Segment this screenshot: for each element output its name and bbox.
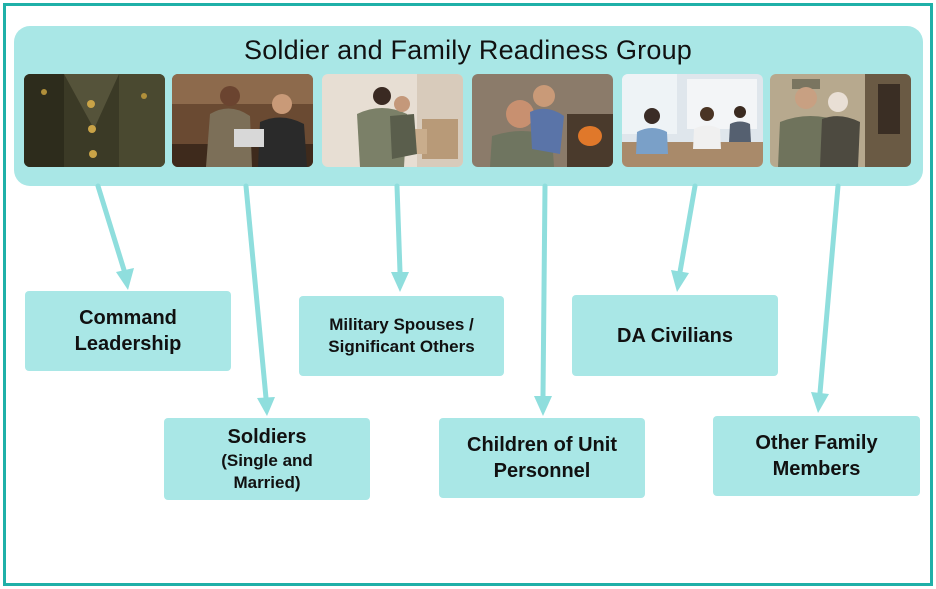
photo-soldiers-computer	[172, 74, 313, 167]
photo-soldier-child	[472, 74, 613, 167]
box-military-spouses: Military Spouses / Significant Others	[299, 296, 504, 376]
photo-uniform	[24, 74, 165, 167]
box-children: Children of Unit Personnel	[439, 418, 645, 498]
box-label-line2: (Single and	[221, 450, 313, 470]
box-label-line1: Children of Unit	[467, 434, 617, 456]
box-label-line1: Soldiers	[227, 425, 307, 448]
photo-soldier-elder	[770, 74, 911, 167]
box-da-civilians: DA Civilians	[572, 295, 778, 376]
box-label-line2: Members	[772, 458, 861, 480]
box-label-line2: Significant Others	[328, 337, 475, 356]
box-soldiers: Soldiers (Single and Married)	[164, 418, 370, 500]
photo-civilians-meeting	[622, 74, 763, 167]
box-command-leadership: Command Leadership	[25, 291, 231, 371]
photo-soldier-spouse	[322, 74, 463, 167]
box-label-line1: Military Spouses /	[329, 314, 474, 334]
box-label-line1: Other Family	[755, 432, 878, 454]
box-other-family: Other Family Members	[713, 416, 920, 496]
box-label-line3: Married)	[233, 473, 301, 492]
box-label-line1: Command	[79, 307, 177, 329]
box-label-line2: Personnel	[493, 460, 591, 482]
box-label-line1: DA Civilians	[617, 324, 733, 347]
box-label-line2: Leadership	[74, 333, 182, 355]
diagram-title: Soldier and Family Readiness Group	[243, 35, 692, 65]
